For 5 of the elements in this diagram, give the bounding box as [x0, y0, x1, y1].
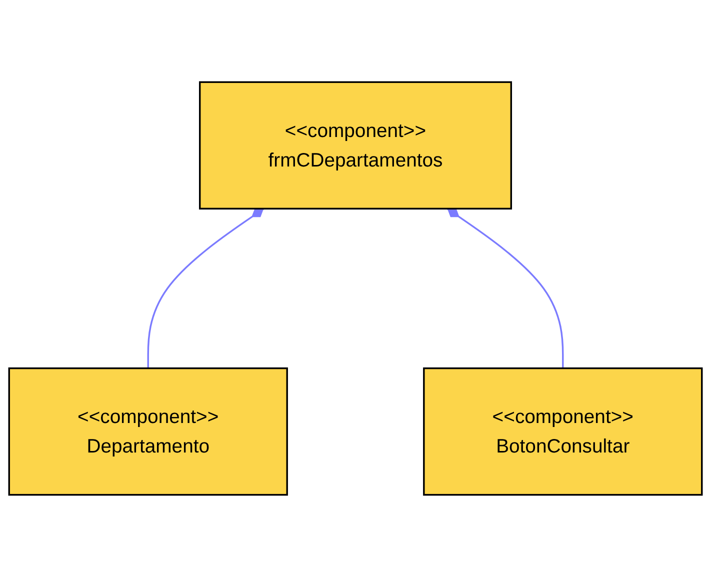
node-box: <<component>> Departamento [8, 366, 288, 496]
node-box: <<component>> frmCDepartamentos [199, 80, 512, 210]
connector [446, 208, 564, 368]
connector [147, 208, 264, 368]
node-box: <<component>> BotonConsultar [423, 366, 703, 496]
